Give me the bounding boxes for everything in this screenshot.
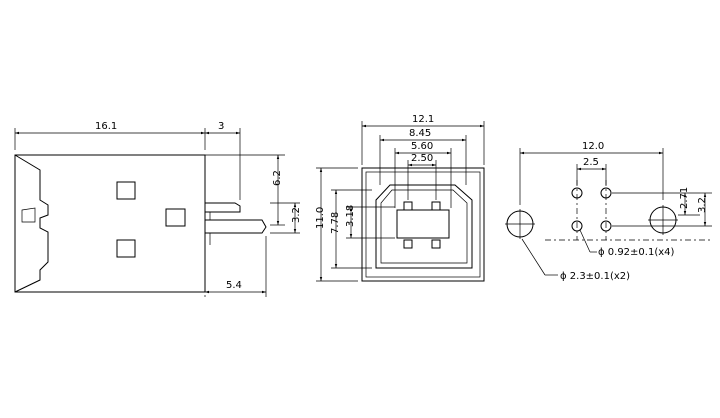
dim-height-62: 6.2 — [272, 170, 283, 186]
front-contact — [431, 201, 441, 211]
front-contact — [403, 239, 413, 249]
dim-h271: 2.71 — [679, 187, 690, 209]
dim-w121: 12.1 — [412, 114, 434, 125]
front-housing — [361, 167, 485, 282]
front-contact — [431, 239, 441, 249]
pin-hole — [600, 187, 612, 199]
pin-hole-label: ϕ 0.92±0.1(x4) — [598, 247, 675, 258]
side-latch-square — [116, 181, 136, 200]
pcb-view: 12.0 2.5 2.71 3.2 ϕ 0.92±0.1(x4) ϕ 2.3±0… — [505, 141, 712, 282]
front-tongue — [396, 209, 450, 239]
side-lead — [205, 219, 267, 234]
dim-w120: 12.0 — [582, 141, 604, 152]
dim-h318: 3.18 — [345, 205, 356, 227]
side-latch-profile — [14, 154, 49, 293]
dim-h110: 11.0 — [315, 207, 326, 229]
side-latch-square — [165, 208, 186, 227]
dim-height-32: 3.2 — [291, 207, 302, 223]
pin-hole — [600, 220, 612, 232]
front-b-profile — [375, 184, 473, 269]
dim-h32: 3.2 — [697, 197, 708, 213]
dim-w250: 2.50 — [411, 153, 433, 164]
side-lead — [205, 202, 241, 213]
mount-hole-label: ϕ 2.3±0.1(x2) — [560, 271, 630, 282]
dim-h778: 7.78 — [330, 212, 341, 234]
dim-w25: 2.5 — [583, 157, 599, 168]
dim-lead-len: 5.4 — [226, 280, 242, 291]
dim-lead-ext: 3 — [218, 121, 224, 132]
dim-length: 16.1 — [95, 121, 117, 132]
front-view: 12.1 8.45 5.60 2.50 11.0 7.78 3.18 — [315, 114, 485, 282]
dim-w845: 8.45 — [409, 128, 431, 139]
side-latch-square — [116, 239, 136, 258]
pin-hole — [571, 187, 583, 199]
pin-hole — [571, 220, 583, 232]
front-contact — [403, 201, 413, 211]
side-view: 16.1 3 6.2 3.2 5.4 — [14, 121, 302, 297]
dim-w560: 5.60 — [411, 141, 433, 152]
